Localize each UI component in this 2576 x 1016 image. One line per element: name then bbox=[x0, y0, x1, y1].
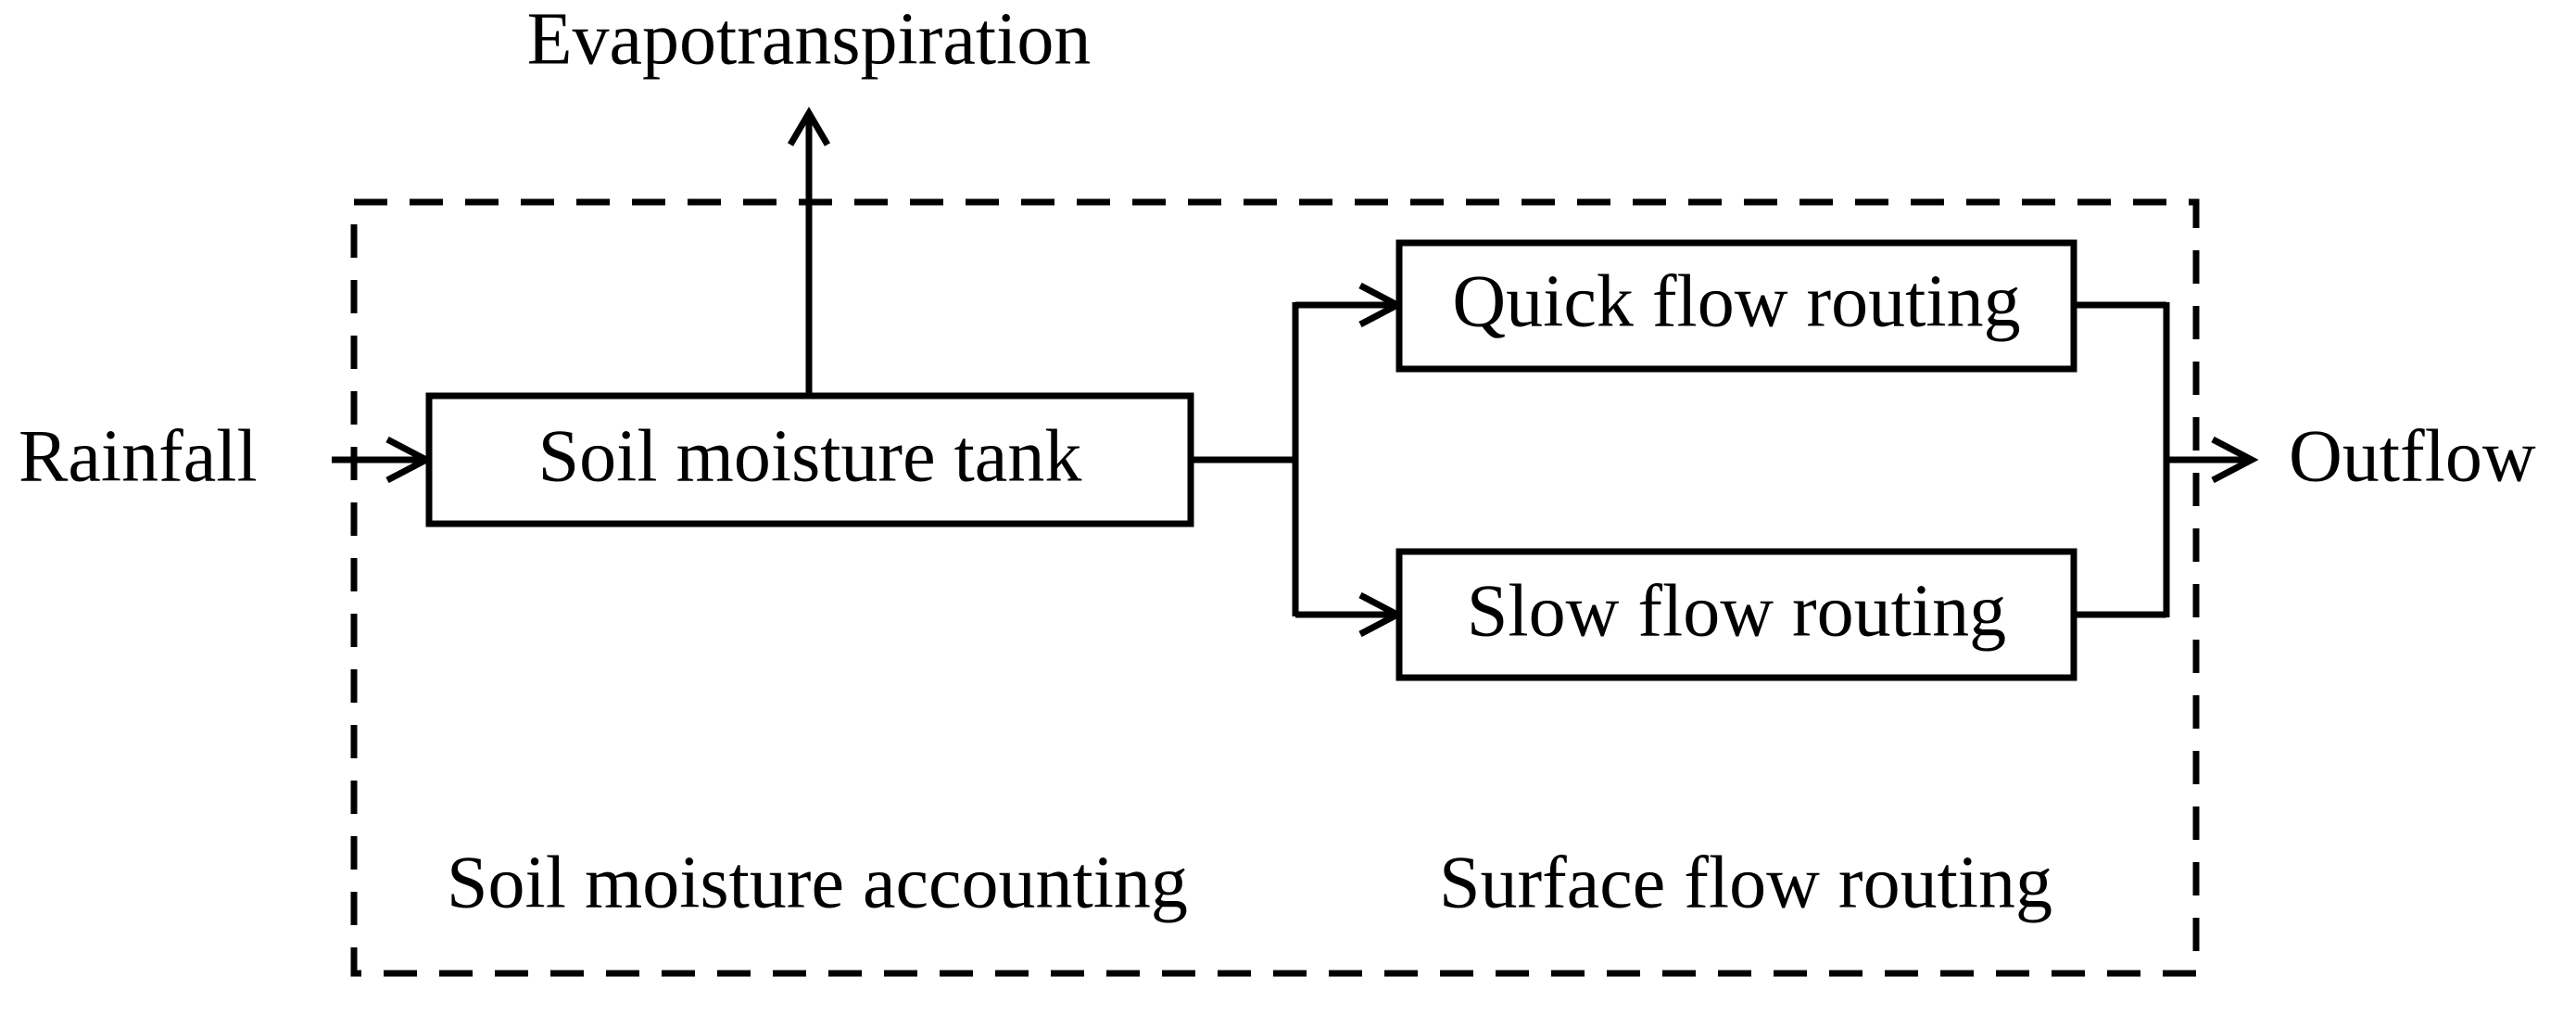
evapotranspiration-label: Evapotranspiration bbox=[527, 0, 1092, 80]
slow-flow-routing-label: Slow flow routing bbox=[1467, 570, 2006, 652]
quick-flow-routing-box bbox=[1395, 239, 2077, 373]
soil-moisture-tank-box bbox=[425, 392, 1194, 527]
quick-flow-routing-label: Quick flow routing bbox=[1452, 260, 2020, 342]
soil-moisture-accounting-label: Soil moisture accounting bbox=[447, 842, 1188, 923]
evapotranspiration-arrowhead bbox=[787, 107, 831, 146]
soil-moisture-tank-label: Soil moisture tank bbox=[538, 415, 1082, 497]
rainfall-label: Rainfall bbox=[19, 415, 258, 497]
model-boundary bbox=[350, 198, 2200, 977]
outflow-label: Outflow bbox=[2289, 415, 2536, 497]
slow-flow-routing-box bbox=[1395, 548, 2077, 681]
outflow-arrowhead bbox=[2211, 436, 2259, 484]
surface-flow-routing-label: Surface flow routing bbox=[1439, 842, 2052, 923]
